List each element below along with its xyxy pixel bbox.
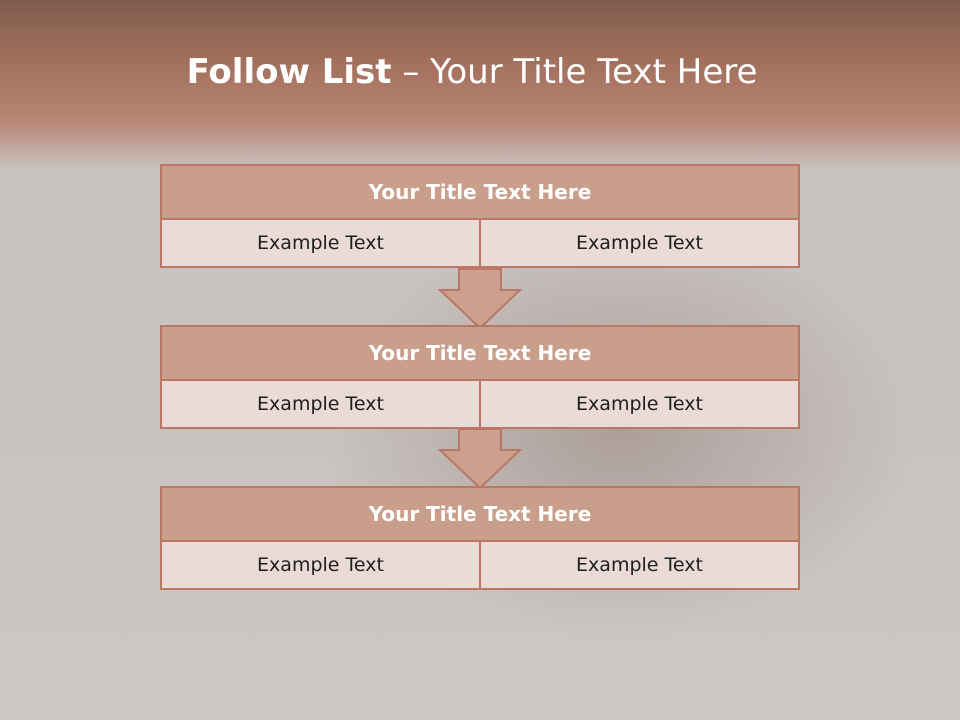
step-cell-left: Example Text (257, 232, 384, 254)
step-cell-left: Example Text (257, 554, 384, 576)
step-title: Your Title Text Here (160, 486, 800, 542)
step-title: Your Title Text Here (160, 164, 800, 220)
step-block-2: Your Title Text Here Example Text Exampl… (160, 325, 800, 429)
title-band (0, 0, 960, 170)
step-title: Your Title Text Here (160, 325, 800, 381)
step-cell-right: Example Text (479, 220, 798, 266)
step-block-1: Your Title Text Here Example Text Exampl… (160, 164, 800, 268)
step-cell-right: Example Text (479, 381, 798, 427)
step-row: Example Text Example Text (160, 542, 800, 590)
down-arrow-icon (438, 428, 522, 490)
step-block-3: Your Title Text Here Example Text Exampl… (160, 486, 800, 590)
slide-title-rest: – Your Title Text Here (391, 52, 758, 92)
step-cell-left: Example Text (257, 393, 384, 415)
step-row: Example Text Example Text (160, 381, 800, 429)
step-cell-right: Example Text (479, 542, 798, 588)
slide-title-bold: Follow List (186, 52, 392, 92)
down-arrow-icon (438, 268, 522, 330)
slide-title: Follow List – Your Title Text Here (0, 52, 944, 92)
step-row: Example Text Example Text (160, 220, 800, 268)
